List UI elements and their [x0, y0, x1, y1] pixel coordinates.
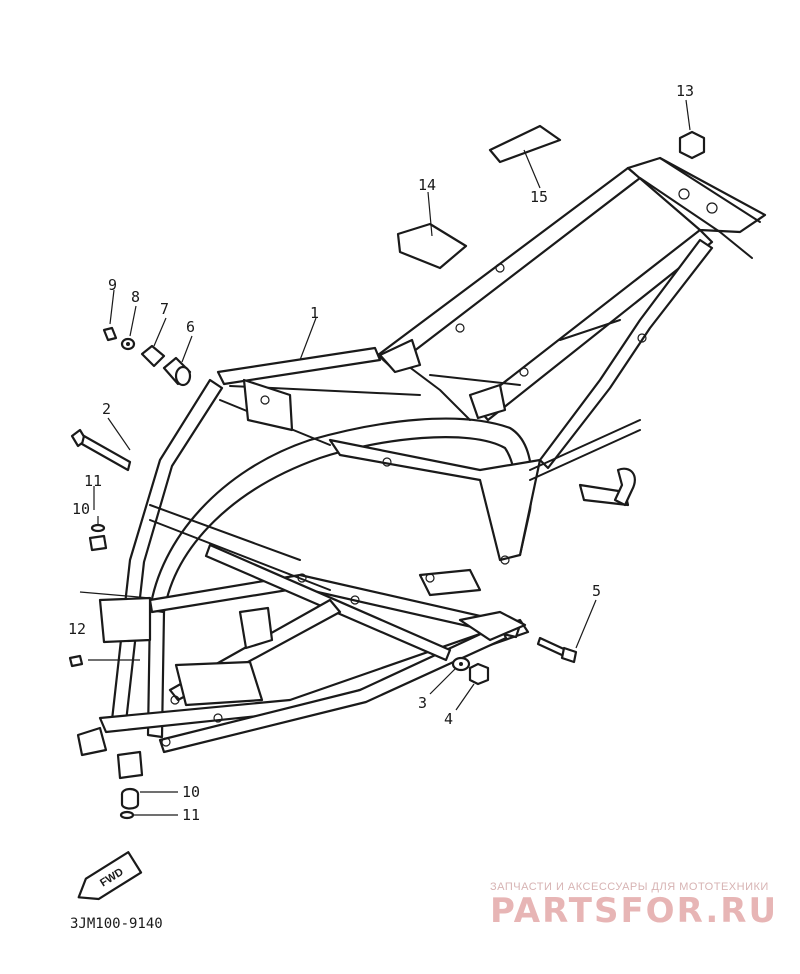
callout-15: 15	[530, 188, 548, 206]
collar	[140, 344, 166, 368]
callout-7: 7	[160, 300, 169, 318]
pad	[396, 222, 468, 270]
callout-1: 1	[310, 304, 319, 322]
callouts: 1 2 3 4 5 6 7 8 9 10 10 11 11 12 13 14 1…	[68, 82, 694, 824]
bolt-short	[536, 636, 578, 664]
callout-8: 8	[131, 288, 140, 306]
cap	[678, 130, 706, 160]
callout-3: 3	[418, 694, 427, 712]
callout-9: 9	[108, 276, 117, 294]
grommet-upper	[88, 534, 108, 552]
callout-12: 12	[68, 620, 86, 638]
callout-6: 6	[186, 318, 195, 336]
callout-13: 13	[676, 82, 694, 100]
nut	[468, 662, 490, 686]
grommet-lower	[120, 787, 140, 810]
main-frame	[76, 156, 767, 780]
diagram-code: 3JM100-9140	[70, 916, 163, 932]
callout-11-lower: 11	[182, 806, 200, 824]
callout-10-lower: 10	[182, 783, 200, 801]
callout-10-upper: 10	[72, 500, 90, 518]
watermark-brand: PARTSFOR.RU	[490, 891, 778, 931]
callout-4: 4	[444, 710, 453, 728]
screw	[68, 654, 84, 668]
bushing-large	[162, 356, 192, 387]
callout-14: 14	[418, 176, 436, 194]
bolt-small	[102, 326, 118, 342]
strap	[488, 124, 562, 164]
leader-lines	[79, 99, 691, 816]
callout-2: 2	[102, 400, 111, 418]
callout-5: 5	[592, 582, 601, 600]
washer	[451, 656, 471, 672]
callout-11-upper: 11	[84, 472, 102, 490]
watermark-subtitle: ЗАПЧАСТИ И АКСЕССУАРЫ ДЛЯ МОТОТЕХНИКИ	[490, 881, 769, 893]
watermark: ЗАПЧАСТИ И АКСЕССУАРЫ ДЛЯ МОТОТЕХНИКИ PA…	[490, 881, 778, 931]
bolt-long	[70, 428, 132, 472]
clip-lower	[119, 810, 135, 820]
fwd-arrow: FWD	[77, 851, 143, 901]
washer-small	[120, 337, 136, 351]
